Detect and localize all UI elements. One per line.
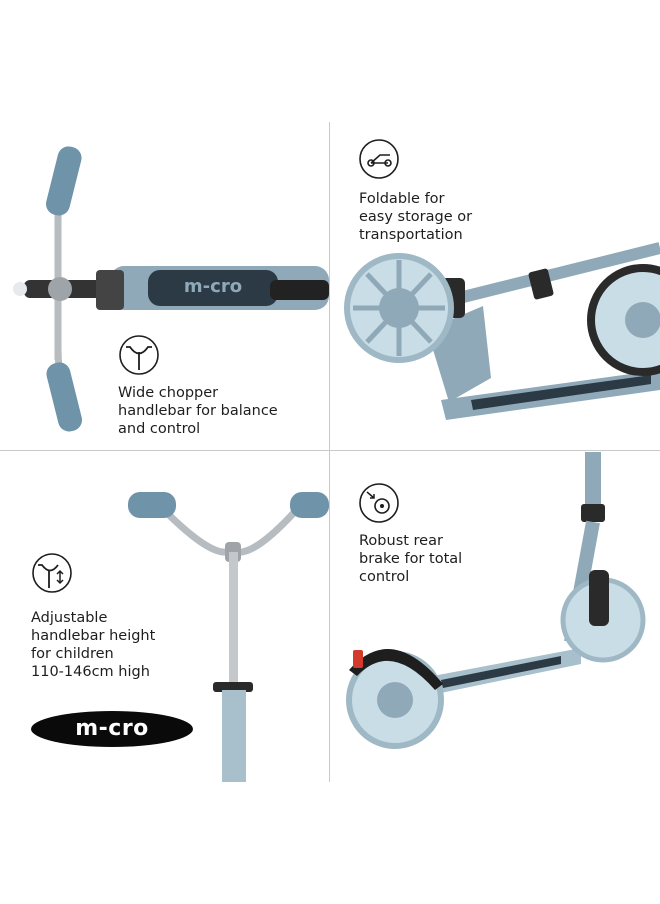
caption-line: Foldable for [359,191,445,207]
handlebar-height-image [128,492,329,782]
caption-line: brake for total [359,551,463,567]
micro-brand-logo: m-cro [31,711,193,747]
handlebar-feature-panel: m-cro Wide chopper handlebar for balance… [0,120,329,450]
rear-brake-icon [359,483,399,523]
brake-feature-panel: Robust rear brake for total control [331,452,660,782]
folding-scooter-icon [359,139,399,179]
caption-line: for children [31,646,114,662]
caption-line: easy storage or [359,209,473,225]
folded-scooter-image [344,242,660,420]
horizontal-divider [0,450,660,451]
deck-logo-text: m-cro [183,276,243,297]
caption-line: handlebar height [31,628,156,644]
fold-caption: Foldable for easy storage or transportat… [359,190,472,244]
vertical-divider [329,122,330,782]
caption-line: Wide chopper [118,385,219,401]
handlebar-caption: Wide chopper handlebar for balance and c… [118,384,278,438]
caption-line: control [359,569,410,585]
caption-line: Robust rear [359,533,443,549]
scooter-top-view-image [13,146,329,432]
caption-line: Adjustable [31,610,108,626]
handlebar-icon [119,335,159,375]
height-caption: Adjustable handlebar height for children… [31,609,155,681]
caption-line: handlebar for balance [118,403,278,419]
adjustable-handlebar-icon [32,553,72,593]
brake-caption: Robust rear brake for total control [359,532,462,586]
fold-feature-panel: Foldable for easy storage or transportat… [331,120,660,450]
caption-line: and control [118,421,201,437]
height-feature-panel: Adjustable handlebar height for children… [0,452,329,782]
rear-brake-scooter-image [346,452,646,749]
brand-logo-text: m-cro [75,716,149,741]
caption-line: 110-146cm high [31,664,150,680]
caption-line: transportation [359,227,463,243]
